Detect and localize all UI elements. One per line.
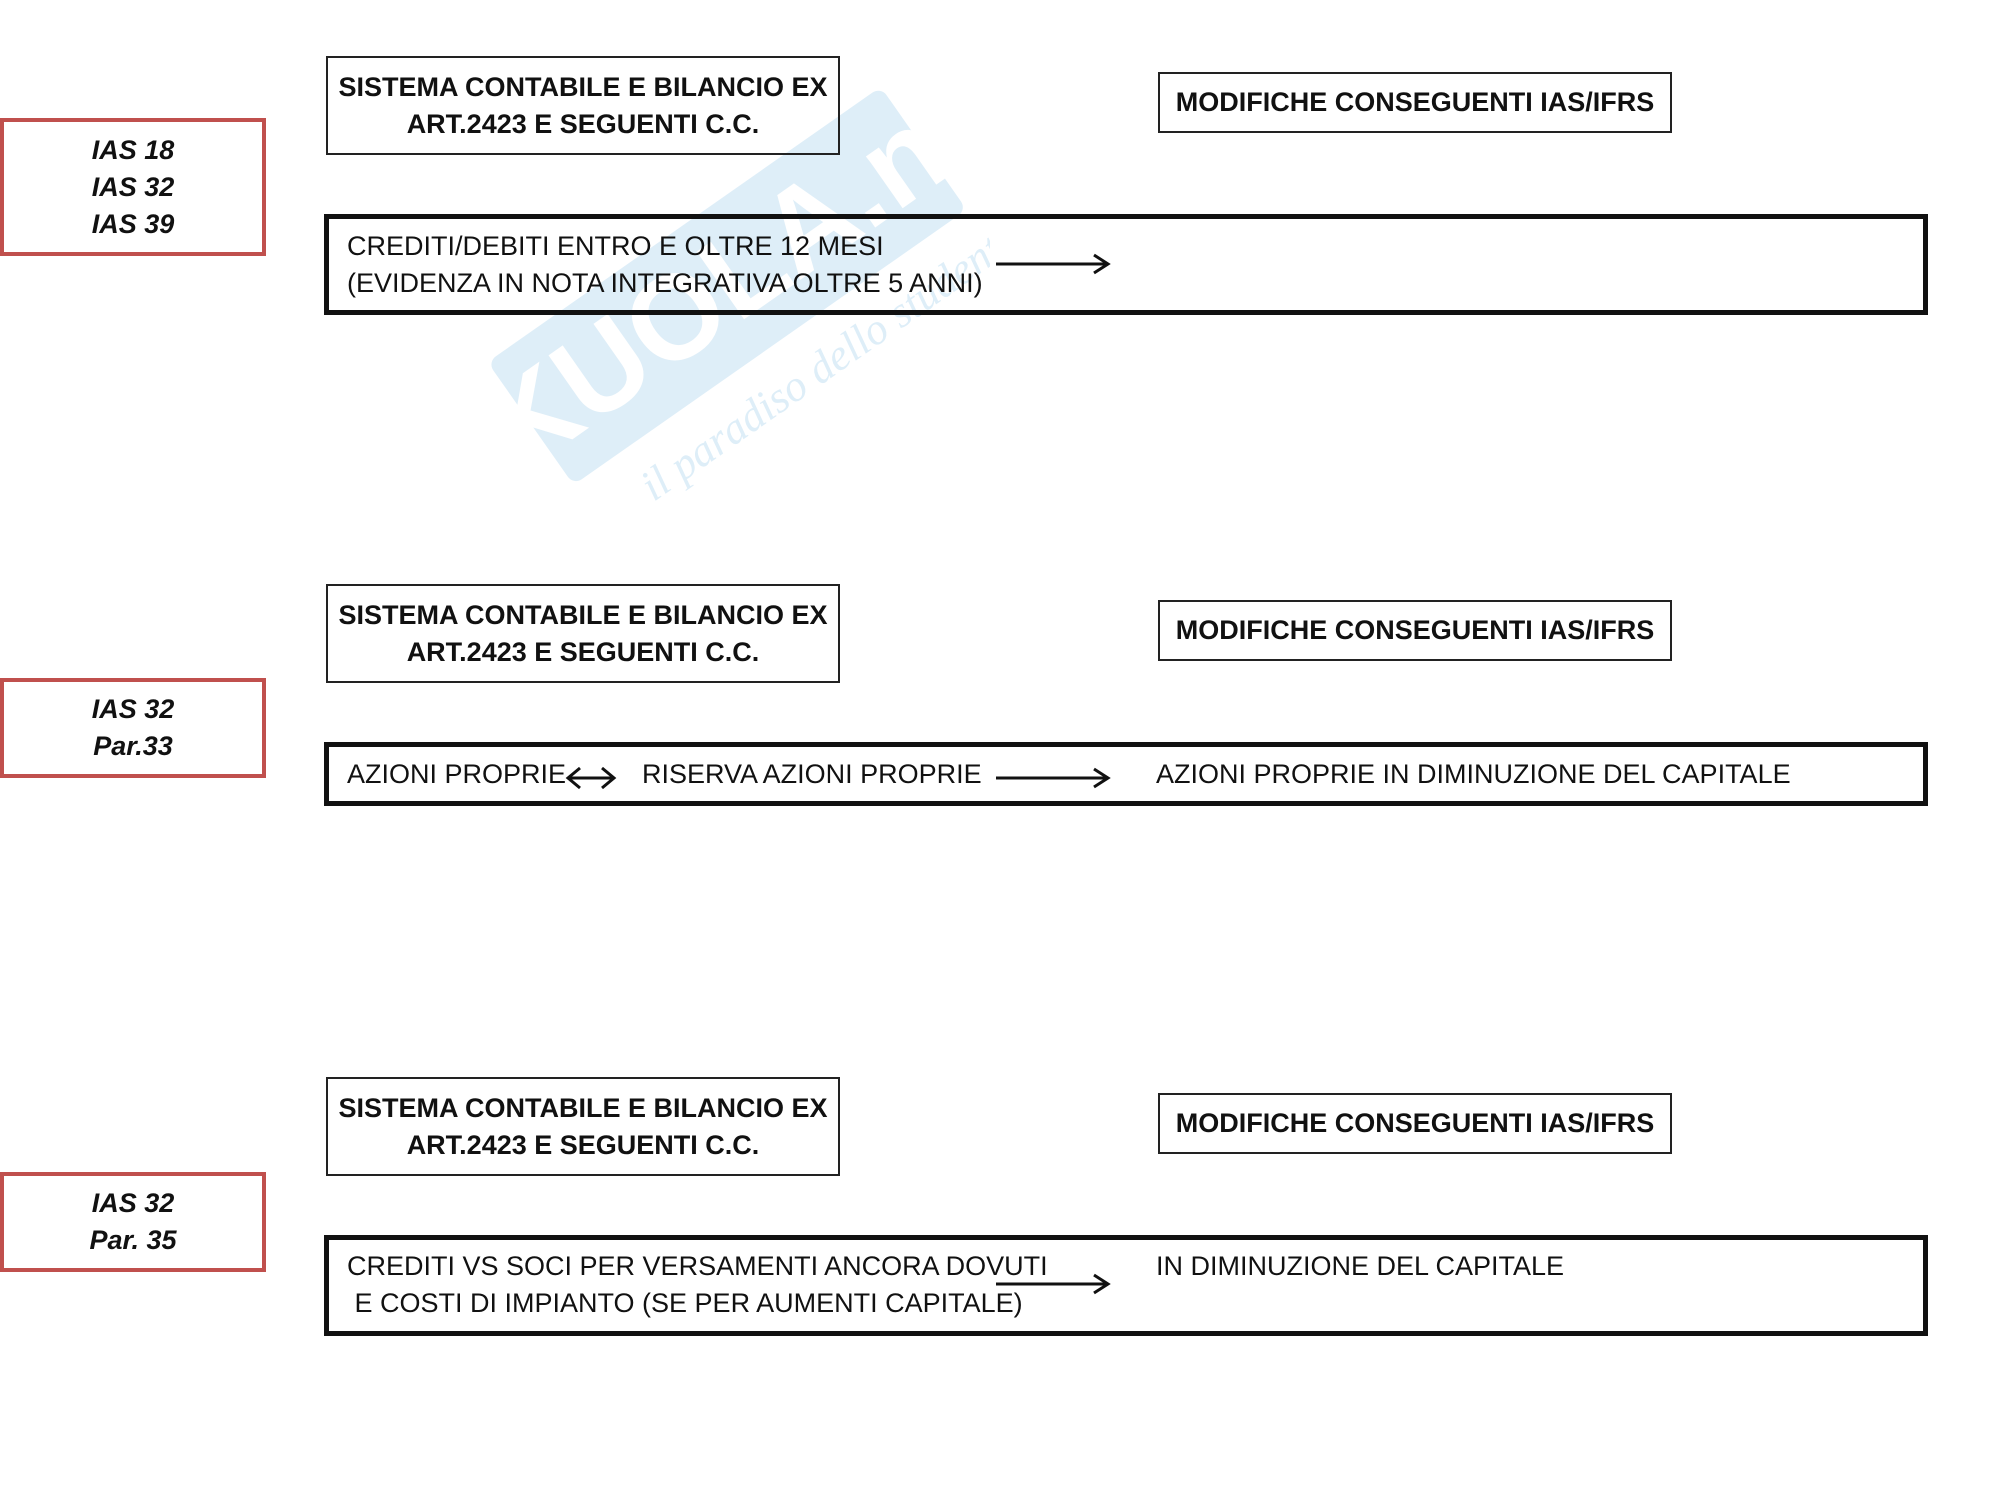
content-box	[324, 1235, 1928, 1336]
ias-reference-line: Par.33	[93, 731, 173, 761]
right-arrow-icon	[996, 1273, 1111, 1295]
civil-code-header-box: SISTEMA CONTABILE E BILANCIO EX ART.2423…	[326, 56, 840, 155]
item-ias-treatment: IN DIMINUZIONE DEL CAPITALE	[1156, 1251, 1565, 1281]
ias-reference-box: IAS 32 Par. 35	[0, 1172, 266, 1272]
civil-code-header-line: ART.2423 E SEGUENTI C.C.	[406, 108, 760, 139]
ias-ifrs-header-text: MODIFICHE CONSEGUENTI IAS/IFRS	[1175, 615, 1655, 645]
civil-code-header-box: SISTEMA CONTABILE E BILANCIO EX ART.2423…	[326, 1077, 840, 1176]
content-box	[324, 214, 1928, 315]
right-arrow-icon	[996, 767, 1111, 789]
ias-reference-line: IAS 18	[91, 134, 175, 165]
civil-code-header-line: ART.2423 E SEGUENTI C.C.	[406, 636, 760, 667]
ias-ifrs-header-box: MODIFICHE CONSEGUENTI IAS/IFRS	[1158, 600, 1672, 661]
ias-reference-line: Par. 35	[89, 1225, 177, 1255]
content-line: (EVIDENZA IN NOTA INTEGRATIVA OLTRE 5 AN…	[347, 268, 983, 298]
civil-code-header-box: SISTEMA CONTABILE E BILANCIO EX ART.2423…	[326, 584, 840, 683]
ias-reference-line: IAS 32	[91, 171, 175, 202]
ias-reference-line: IAS 39	[91, 208, 175, 239]
right-arrow-icon	[996, 253, 1111, 275]
civil-code-header-line: SISTEMA CONTABILE E BILANCIO EX	[338, 71, 828, 102]
ias-reference-line: IAS 32	[91, 694, 175, 724]
civil-code-header-line: SISTEMA CONTABILE E BILANCIO EX	[338, 599, 828, 630]
content-line: CREDITI/DEBITI ENTRO E OLTRE 12 MESI	[347, 231, 884, 261]
ias-ifrs-header-box: MODIFICHE CONSEGUENTI IAS/IFRS	[1158, 72, 1672, 133]
ias-reference-line: IAS 32	[91, 1188, 175, 1218]
ias-reference-box: IAS 18 IAS 32 IAS 39	[0, 118, 266, 256]
item-riserva-azioni-proprie: RISERVA AZIONI PROPRIE	[642, 759, 982, 789]
item-azioni-proprie: AZIONI PROPRIE	[347, 759, 567, 789]
content-line: E COSTI DI IMPIANTO (SE PER AUMENTI CAPI…	[347, 1288, 1023, 1318]
civil-code-header-line: ART.2423 E SEGUENTI C.C.	[406, 1129, 760, 1160]
item-ias-treatment: AZIONI PROPRIE IN DIMINUZIONE DEL CAPITA…	[1156, 759, 1791, 789]
ias-ifrs-header-text: MODIFICHE CONSEGUENTI IAS/IFRS	[1175, 1108, 1655, 1138]
ias-ifrs-header-box: MODIFICHE CONSEGUENTI IAS/IFRS	[1158, 1093, 1672, 1154]
content-box	[324, 742, 1928, 806]
civil-code-header-line: SISTEMA CONTABILE E BILANCIO EX	[338, 1092, 828, 1123]
content-line: CREDITI VS SOCI PER VERSAMENTI ANCORA DO…	[347, 1251, 1048, 1281]
ias-reference-box: IAS 32 Par.33	[0, 678, 266, 778]
ias-ifrs-header-text: MODIFICHE CONSEGUENTI IAS/IFRS	[1175, 87, 1655, 117]
double-arrow-icon	[565, 766, 617, 790]
